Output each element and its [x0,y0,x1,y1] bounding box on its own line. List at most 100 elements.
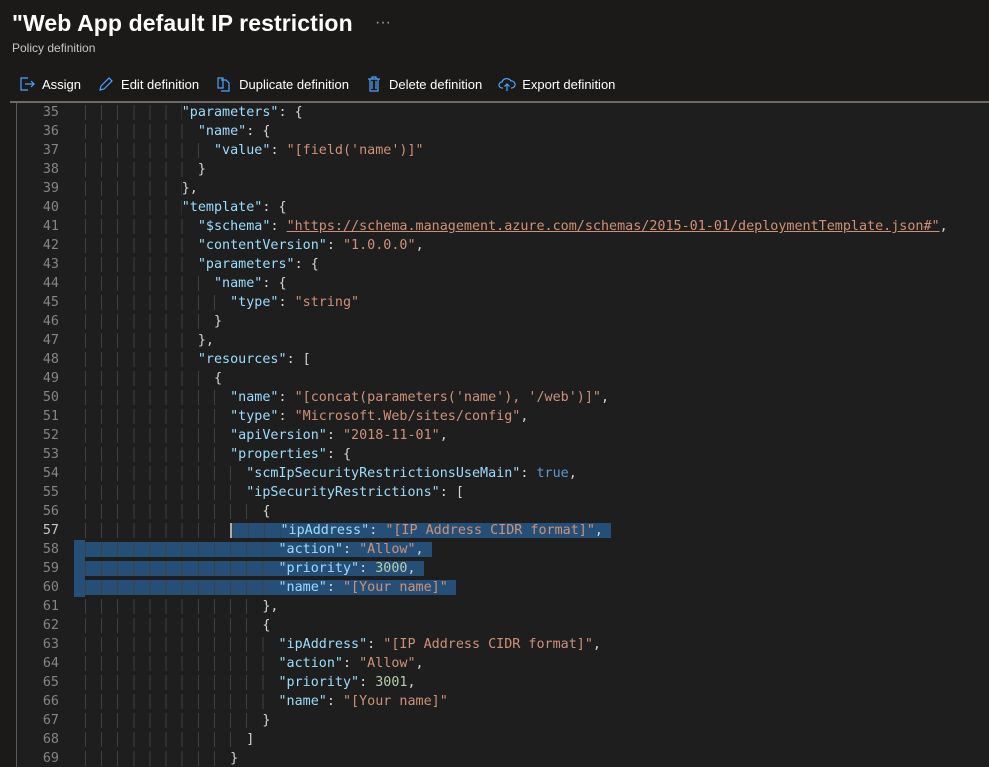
code-line[interactable]: 44 "name": { [17,274,989,293]
line-number: 63 [42,637,59,652]
code-line[interactable]: 67 } [17,711,989,730]
assign-button[interactable]: Assign [18,75,81,93]
line-number: 62 [42,618,59,633]
page-title: "Web App default IP restriction [12,10,353,36]
indent-guides [85,751,231,766]
code-line[interactable]: 45 "type": "string" [17,293,989,312]
line-content: "contentVersion": "1.0.0.0", [85,236,424,255]
line-content: }, [85,597,279,616]
indent-guides [85,561,279,576]
delete-definition-button[interactable]: Delete definition [365,75,482,93]
code-line[interactable]: 51 "type": "Microsoft.Web/sites/config", [17,407,989,426]
code-line[interactable]: 49 { [17,369,989,388]
code-line[interactable]: 57 "ipAddress": "[IP Address CIDR format… [17,521,989,540]
code-line[interactable]: 38 } [17,160,989,179]
code-editor[interactable]: 35 "parameters": {36 "name": {37 "value"… [16,103,989,767]
code-line[interactable]: 56 { [17,502,989,521]
indent-guides [85,485,247,500]
code-line[interactable]: 63 "ipAddress": "[IP Address CIDR format… [17,635,989,654]
code-line[interactable]: 66 "name": "[Your name]" [17,692,989,711]
json-punctuation: : [270,219,279,234]
line-content: { [85,369,222,388]
code-line[interactable]: 39 }, [17,179,989,198]
code-line[interactable]: 68 ] [17,730,989,749]
json-key: "parameters" [181,105,279,120]
edit-definition-label: Edit definition [121,76,200,92]
json-punctuation: : [270,143,279,158]
indent-guides [85,618,263,633]
indent-guides [232,523,281,538]
code-line[interactable]: 65 "priority": 3001, [17,673,989,692]
json-punctuation: : [286,352,295,367]
indent-guides [85,694,279,709]
code-line[interactable]: 55 "ipSecurityRestrictions": [ [17,483,989,502]
cloud-upload-icon [498,75,516,93]
code-line[interactable]: 43 "parameters": { [17,255,989,274]
json-punctuation: } [197,162,206,177]
json-key: "name" [197,124,247,139]
json-punctuation: }, [181,181,198,196]
line-content: }, [85,331,214,350]
code-line[interactable]: 50 "name": "[concat(parameters('name'), … [17,388,989,407]
code-line[interactable]: 40 "template": { [17,198,989,217]
indent-guides [85,314,214,329]
json-punctuation: , [415,542,424,557]
code-line[interactable]: 60 "name": "[Your name]" [17,578,989,597]
duplicate-definition-button[interactable]: Duplicate definition [215,75,349,93]
line-number: 53 [42,447,59,462]
json-punctuation: : [326,238,335,253]
json-number: 3001 [375,675,408,690]
code-line[interactable]: 64 "action": "Allow", [17,654,989,673]
json-punctuation: , [592,637,601,652]
json-punctuation: , [600,390,610,405]
code-line[interactable]: 35 "parameters": { [17,103,989,122]
edit-definition-button[interactable]: Edit definition [97,75,199,93]
more-options-button[interactable]: ··· [375,14,391,31]
line-number: 50 [42,390,59,405]
code-line[interactable]: 54 "scmIpSecurityRestrictionsUseMain": t… [17,464,989,483]
line-content: ] [85,730,254,749]
indent-guides [85,713,263,728]
indent-guides [85,124,198,139]
json-key: "name" [214,276,263,291]
json-string: "Allow" [359,656,416,671]
line-number: 51 [42,409,59,424]
json-punctuation: : [262,276,271,291]
code-line[interactable]: 36 "name": { [17,122,989,141]
code-line[interactable]: 62 { [17,616,989,635]
code-line[interactable]: 48 "resources": [ [17,350,989,369]
json-punctuation: , [415,656,424,671]
line-content: "name": "[concat(parameters('name'), '/w… [85,388,609,407]
code-line[interactable]: 37 "value": "[field('name')]" [17,141,989,160]
code-line[interactable]: 53 "properties": { [17,445,989,464]
code-line[interactable]: 58 "action": "Allow", [17,540,989,559]
json-punctuation: , [568,466,577,481]
json-key: "type" [230,409,279,424]
code-line[interactable]: 42 "contentVersion": "1.0.0.0", [17,236,989,255]
command-bar: Assign Edit definition Duplicate definit… [18,75,631,93]
export-definition-label: Export definition [522,76,616,92]
json-string: "[Your name]" [342,694,448,709]
code-line[interactable]: 61 }, [17,597,989,616]
code-line[interactable]: 41 "$schema": "https://schema.management… [17,217,989,236]
indent-guides [85,409,231,424]
code-line[interactable]: 69 } [17,749,989,767]
code-line[interactable]: 46 } [17,312,989,331]
json-punctuation [351,542,359,557]
indent-guides [85,466,247,481]
export-definition-button[interactable]: Export definition [498,75,615,93]
json-number: 3000 [375,561,408,576]
code-line[interactable]: 47 }, [17,331,989,350]
json-key: "priority" [278,675,360,690]
code-line[interactable]: 52 "apiVersion": "2018-11-01", [17,426,989,445]
indent-guides [85,200,182,215]
json-key: "name" [278,694,327,709]
selection-highlight [74,540,85,559]
line-number: 64 [42,656,59,671]
json-punctuation: : [367,637,376,652]
json-string: "2018-11-01" [343,428,440,443]
code-line[interactable]: 59 "priority": 3000, [17,559,989,578]
json-punctuation: } [230,751,239,766]
indent-guides [85,181,182,196]
line-content: "scmIpSecurityRestrictionsUseMain": true… [85,464,577,483]
